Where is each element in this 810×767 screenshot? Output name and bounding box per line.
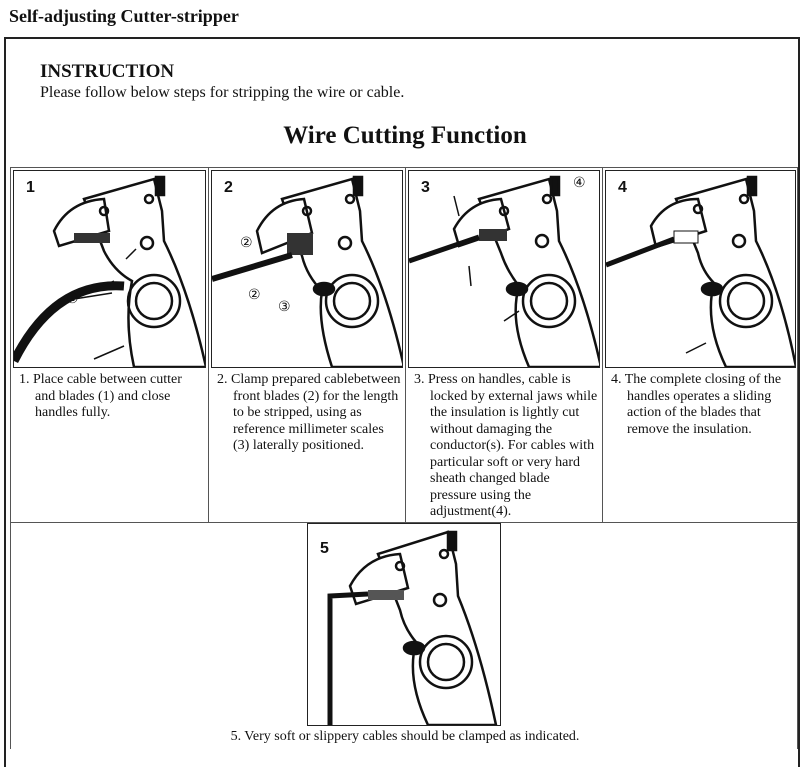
step-3-illustration: 3 ④ <box>408 170 600 368</box>
callout-2a: ② <box>240 235 253 251</box>
step-5-caption: 5. Very soft or slippery cables should b… <box>230 729 580 744</box>
tool-drawing-3 <box>409 175 599 367</box>
step-3-cell: 3 ④ 3. Press on handles, cable is locked… <box>405 168 602 522</box>
step-4-cell: 4 4. The complete closing of the handles… <box>602 168 798 522</box>
steps-grid: 1 ① 1. Place cable between cutter and bl… <box>10 167 798 523</box>
step-1-caption: 1. Place cable between cutter and blades… <box>19 372 182 420</box>
step-3-caption: 3. Press on handles, cable is locked by … <box>414 372 598 519</box>
step-2-cell: 2 ② ② ③ 2. Clamp prepared cablebetween f… <box>208 168 405 522</box>
instruction-frame <box>4 37 800 767</box>
section-title: Wire Cutting Function <box>283 122 527 149</box>
tool-drawing-2 <box>212 175 402 367</box>
callout-4: ④ <box>573 175 586 191</box>
step-1-illustration: 1 ① <box>13 170 206 368</box>
tool-drawing-1 <box>14 175 205 367</box>
document-title: Self-adjusting Cutter-stripper <box>9 6 239 26</box>
step-5-illustration: 5 <box>307 523 501 726</box>
callout-3: ③ <box>278 299 291 315</box>
step-5-row: 5 5. Very soft or slippery cables should… <box>10 522 798 749</box>
step-2-caption: 2. Clamp prepared cablebetween front bla… <box>217 372 401 453</box>
step-2-number: 2 <box>224 179 233 196</box>
step-4-caption: 4. The complete closing of the handles o… <box>611 372 782 437</box>
tool-drawing-5 <box>327 530 498 725</box>
step-3-number: 3 <box>421 179 430 196</box>
step-5-number: 5 <box>320 540 329 557</box>
step-4-illustration: 4 <box>605 170 796 368</box>
step-1-number: 1 <box>26 179 35 196</box>
tool-drawing-4 <box>606 175 795 367</box>
step-4-number: 4 <box>618 179 627 196</box>
instruction-subtitle: Please follow below steps for stripping … <box>40 84 405 101</box>
callout-1: ① <box>66 291 79 307</box>
callout-2b: ② <box>248 287 261 303</box>
step-2-illustration: 2 ② ② ③ <box>211 170 403 368</box>
step-1-cell: 1 ① 1. Place cable between cutter and bl… <box>11 168 208 522</box>
instruction-heading: INSTRUCTION <box>40 61 175 82</box>
